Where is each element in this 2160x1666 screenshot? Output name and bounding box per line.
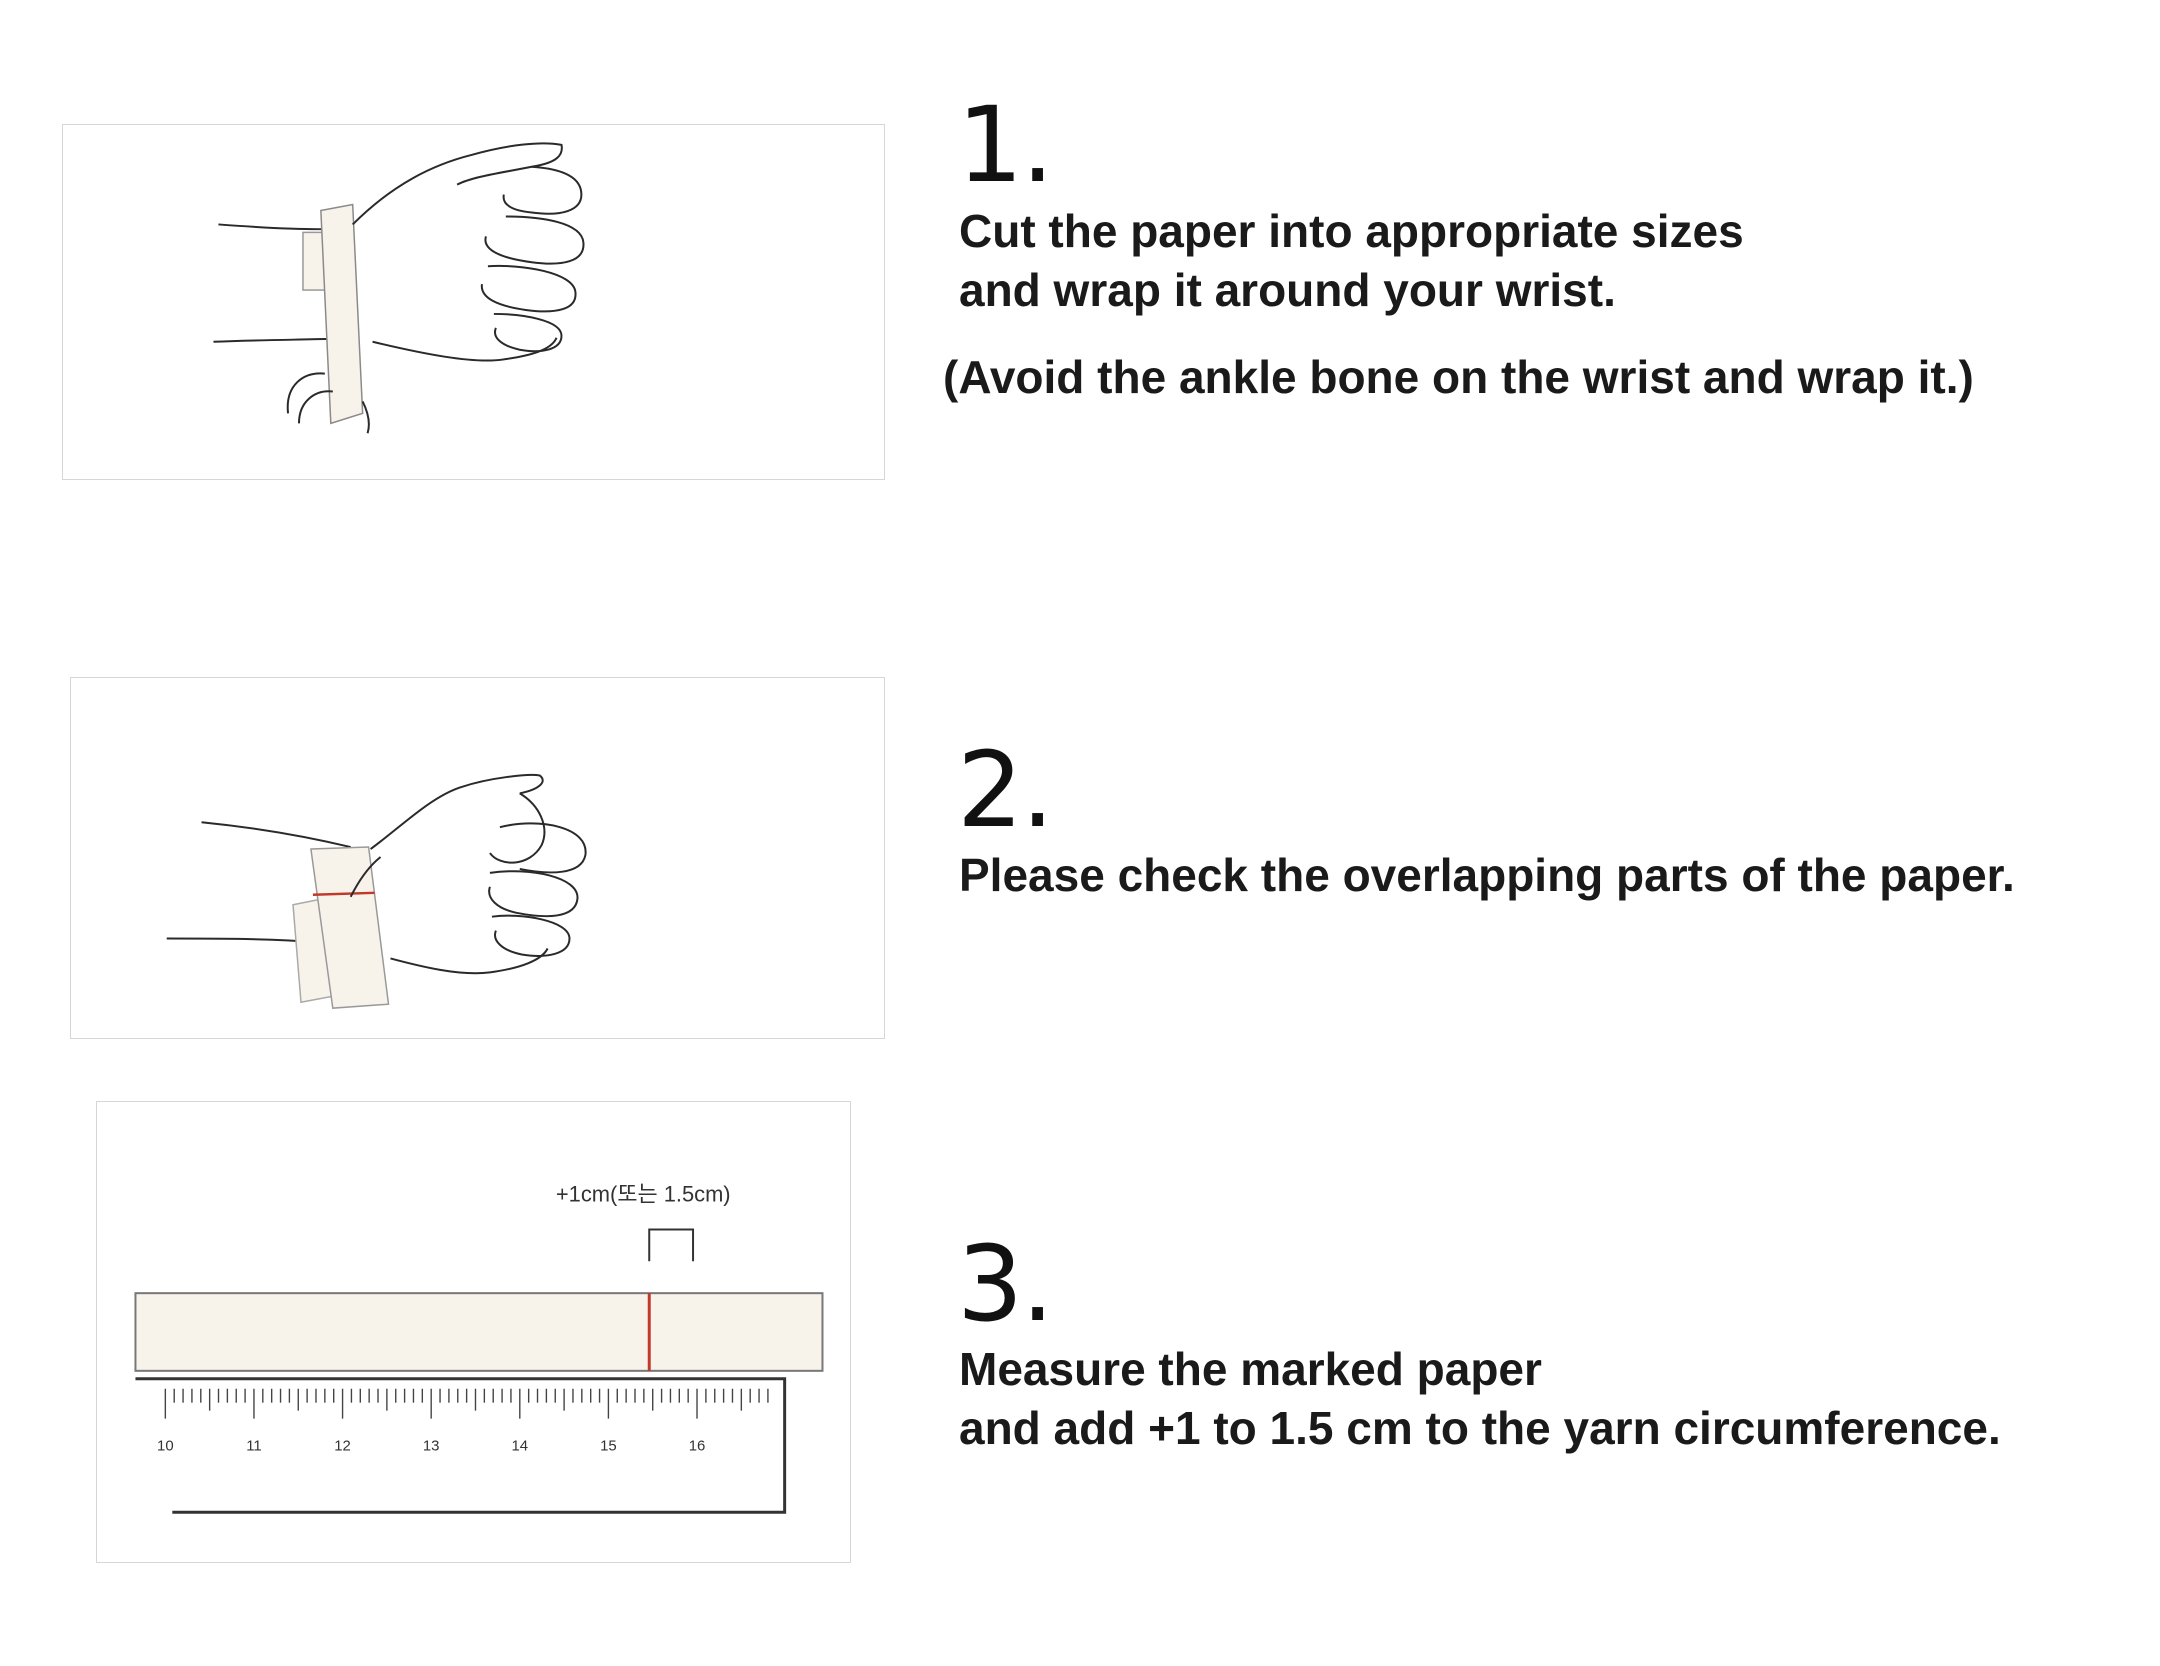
ruler-tick-label: 16: [689, 1437, 706, 1454]
step2-number: 2.: [957, 729, 1054, 851]
overlap-check-drawing: [166, 773, 587, 1009]
ruler-tick-label: 14: [511, 1437, 528, 1454]
ruler-tick-label: 10: [157, 1437, 174, 1454]
hand-outline: [351, 142, 563, 362]
paper-strip: [134, 1292, 824, 1372]
step3-line1: Measure the marked paper: [959, 1343, 1542, 1395]
step1-number: 1.: [957, 84, 1054, 206]
forearm-bottom-line: [213, 337, 333, 343]
finger-2: [488, 870, 579, 918]
ruler-tick-label: 11: [246, 1437, 262, 1454]
ruler-ticks: [164, 1388, 769, 1419]
paper-strip: [310, 846, 390, 1009]
step1-illustration: [62, 124, 885, 480]
ruler-body: [135, 1377, 787, 1514]
finger-1: [502, 165, 583, 215]
finger-1: [499, 822, 587, 874]
forearm-top-line: [201, 821, 351, 849]
ruler-tick-label: 15: [600, 1437, 617, 1454]
holding-fingers: [286, 372, 370, 434]
finger-3: [491, 914, 571, 957]
overlap-label: +1cm(또는 1.5cm): [556, 1182, 731, 1207]
thumb: [489, 792, 546, 864]
step1-line2: and wrap it around your wrist.: [959, 264, 1616, 316]
step3-illustration: +1cm(또는 1.5cm) 10 11 12 13 14 15 16: [96, 1101, 851, 1563]
step2-line1: Please check the overlapping parts of th…: [959, 849, 2015, 901]
hand-outline: [349, 773, 549, 975]
overlap-bracket: [648, 1228, 695, 1262]
ruler-tick-label: 13: [423, 1437, 440, 1454]
step1-note: (Avoid the ankle bone on the wrist and w…: [943, 351, 1974, 403]
wrist-wrap-drawing: [213, 142, 585, 434]
paper-strip: [320, 203, 364, 425]
step3-number: 3.: [957, 1223, 1054, 1345]
finger-3: [480, 264, 577, 313]
step3-line2: and add +1 to 1.5 cm to the yarn circumf…: [959, 1402, 2001, 1454]
finger-4: [493, 312, 563, 353]
finger-2: [484, 215, 585, 265]
overlap-mark: [312, 891, 375, 897]
ruler-tick-label: 12: [334, 1437, 351, 1454]
ruler-labels: 10 11 12 13 14 15 16: [157, 1437, 705, 1454]
ruler-drawing: +1cm(또는 1.5cm) 10 11 12 13 14 15 16: [134, 1182, 824, 1514]
step1-line1: Cut the paper into appropriate sizes: [959, 205, 1744, 257]
step2-illustration: [70, 677, 885, 1039]
